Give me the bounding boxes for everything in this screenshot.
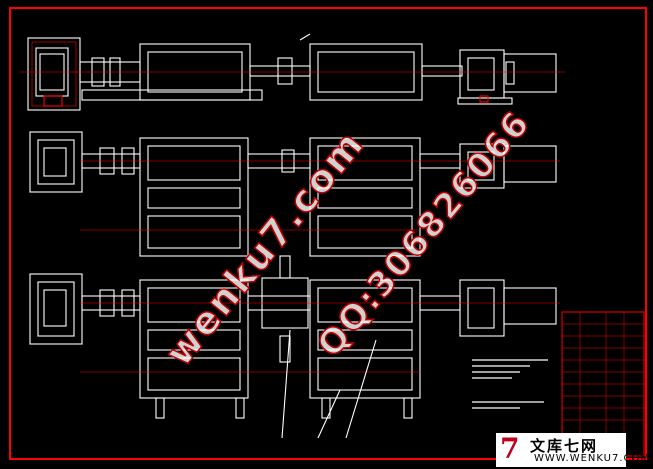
sheet-border <box>9 7 647 460</box>
bottom-assembly <box>29 255 560 439</box>
brand-seven-mark: 7 <box>500 432 520 465</box>
middle-assembly <box>29 131 560 257</box>
brand-logo: 7 文库七网 WWW.WENKU7.COM <box>496 432 649 467</box>
brand-name: 文库七网 <box>530 437 599 455</box>
title-block <box>561 311 645 457</box>
brand-url: WWW.WENKU7.COM <box>534 453 651 464</box>
top-assembly <box>20 33 565 111</box>
technical-notes <box>472 359 548 409</box>
